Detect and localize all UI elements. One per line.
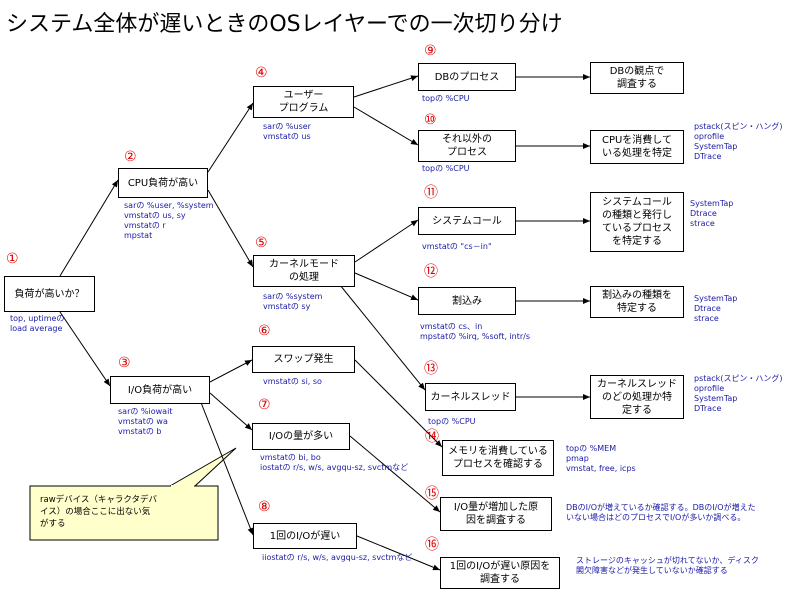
node-io-increase-cause: I/O量が増加した原 因を調査する [440,497,552,531]
node-identify-cpu-work: CPUを消費して いる処理を特定 [590,130,684,164]
node-user-program-commands: sarの %user vmstatの us [263,122,311,141]
node-kernel-mode: カーネルモード の処理 [253,255,355,287]
node-number-12: ⑫ [424,264,438,280]
node-io-volume-commands: vmstatの bi, bo iostatの r/s, w/s, avgqu-s… [260,453,409,472]
node-io-load-commands: sarの %iowait vmstatの wa vmstatの b [118,407,173,436]
node-memory-process-commands: topの %MEM pmap vmstat, free, icps [566,444,636,473]
node-number-3: ③ [118,355,131,371]
node-number-5: ⑤ [255,235,268,251]
node-db-process-commands: topの %CPU [422,94,470,103]
arrow-n5-n13 [339,284,426,391]
arrow-n1-n2 [59,179,119,277]
node-kernel-thread-commands: topの %CPU [428,417,476,426]
arrow-n1-n3 [59,311,111,387]
node-identify-kernel-thread: カーネルスレッド のどの処理か特 定する [590,375,684,419]
arrow-n8-n16 [356,535,441,571]
node-number-13: ⑬ [424,361,438,377]
node-number-16: ⑯ [425,537,439,553]
arrow-n5-n11 [354,219,419,263]
node-identify-kernel-thread-commands: pstack(スピン・ハング) oprofile SystemTap DTrac… [694,374,783,413]
arrow-n7-n15 [349,435,441,513]
arrow-n3-n6 [209,359,253,383]
node-io-load-high: I/O負荷が高い [110,376,210,404]
node-high-load: 負荷が高いか？ [4,276,95,312]
node-other-process-commands: topの %CPU [422,164,470,173]
node-number-2: ② [124,149,137,165]
node-kernel-thread: カーネルスレッド [425,383,516,411]
callout-note: rawデバイス（キャラクタデバ イス）の場合ここに出ない気 がする [40,495,158,529]
node-system-call-commands: vmstatの "cs－in" [422,242,492,251]
node-interrupt-commands: vmstatの cs、in mpstatの %irq, %soft, intr/… [420,322,531,341]
node-high-load-commands: top, uptimeの load average [10,314,65,333]
node-number-7: ⑦ [258,397,271,413]
node-identify-cpu-work-commands: pstack(スピン・ハング) oprofile SystemTap DTrac… [694,122,783,161]
node-swap: スワップ発生 [252,346,355,373]
node-slow-io-commands: iiostatの r/s, w/s, avgqu-sz, svctmなど [262,553,413,562]
arrow-n5-n12 [354,272,419,301]
node-user-program: ユーザー プログラム [253,86,354,118]
node-slow-io: 1回のI/Oが遅い [253,523,357,549]
arrow-n4-n9 [353,75,419,98]
node-number-8: ⑧ [258,499,271,515]
node-other-process: それ以外の プロセス [418,130,516,162]
node-number-10: ⑩ [424,112,437,128]
node-db-perspective: DBの観点で 調査する [590,62,684,94]
node-cpu-load-high: CPU負荷が高い [118,168,208,198]
node-identify-syscall: システムコール の種類と発行し ているプロセス を特定する [590,192,684,252]
page-title: システム全体が遅いときのOSレイヤーでの一次切り分け [6,12,563,37]
node-number-4: ④ [255,65,268,81]
node-kernel-mode-commands: sarの %system vmstatの sy [263,292,323,311]
node-identify-interrupt: 割込みの種類を 特定する [590,286,684,318]
node-identify-syscall-commands: SystemTap Dtrace strace [690,199,734,228]
arrow-n2-n5 [207,189,254,268]
node-number-6: ⑥ [258,323,271,339]
node-identify-interrupt-commands: SystemTap Dtrace strace [694,294,738,323]
node-number-14: ⑭ [425,429,439,445]
arrow-n6-n14 [354,359,443,448]
node-number-15: ⑮ [425,486,439,502]
node-interrupt: 割込み [418,287,516,315]
node-number-11: ⑪ [424,185,438,201]
node-slow-io-cause-commands: ストレージのキャッシュが切れてないか、ディスク 閣欠障害などが発生していないか確… [576,556,759,575]
node-memory-process: メモリを消費している プロセスを確認する [442,440,554,476]
node-swap-commands: vmstatの si, so [263,377,322,386]
node-number-1: ① [6,251,19,267]
node-slow-io-cause: 1回のI/Oが遅い原因を 調査する [440,557,560,589]
arrow-n4-n10 [353,106,419,146]
node-number-9: ⑨ [424,43,437,59]
arrow-n2-n4 [207,102,254,173]
arrow-n3-n8 [199,399,254,536]
node-io-volume: I/Oの量が多い [252,423,350,450]
node-io-increase-cause-commands: DBのI/Oが増えているか確認する。DBのI/Oが増えた いない場合はどのプロセ… [566,503,756,522]
node-db-process: DBのプロセス [418,63,516,91]
callout-bubble [29,447,237,541]
arrow-n3-n7 [209,392,253,431]
node-cpu-load-commands: sarの %user, %system vmstatの us, sy vmsta… [124,201,214,240]
node-system-call: システムコール [418,207,516,235]
